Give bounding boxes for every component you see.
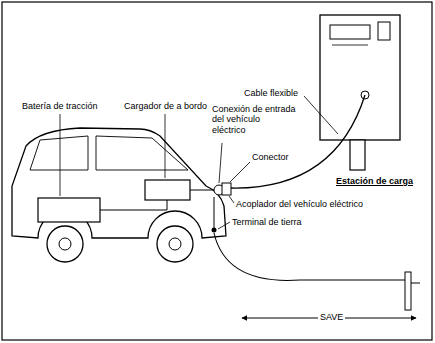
connector — [222, 183, 231, 195]
leader-line — [218, 222, 230, 229]
charging-station — [320, 15, 400, 140]
part-label: Conector — [252, 152, 289, 162]
part-label: Cable flexible — [244, 88, 298, 98]
leader-line — [60, 114, 61, 196]
leader-line — [219, 143, 222, 183]
leader-line — [304, 96, 338, 134]
front-hub — [169, 238, 181, 250]
rear-wheel — [47, 226, 83, 262]
ground-lead — [214, 197, 215, 228]
battery-wire — [100, 200, 167, 210]
ground-rod-tab — [411, 283, 420, 284]
station-post — [350, 140, 365, 170]
rear-hub — [59, 238, 71, 250]
station-panel — [378, 22, 390, 40]
ground-cable — [214, 233, 405, 280]
part-label: Cargador de a bordo — [124, 101, 207, 111]
onboard-charger — [145, 180, 190, 200]
vehicle-windows — [30, 136, 188, 170]
leader-line — [230, 162, 250, 182]
station-display — [330, 25, 370, 39]
vehicle-body — [12, 128, 226, 238]
part-label: Conexión de entrada del vehículo eléctri… — [212, 104, 296, 135]
station-line — [332, 45, 368, 46]
part-label: Estación de carga — [336, 176, 413, 186]
leader-line — [229, 196, 234, 203]
part-label: Acoplador del vehículo eléctrico — [236, 199, 363, 209]
frame — [2, 2, 432, 340]
ground-rod — [405, 272, 411, 310]
part-label: Terminal de tierra — [232, 217, 302, 227]
dimension-label: SAVE — [318, 312, 345, 322]
front-wheel — [157, 226, 193, 262]
part-label: Batería de tracción — [22, 101, 98, 111]
charger-wire — [190, 190, 214, 191]
leader-line — [165, 114, 166, 178]
traction-battery — [38, 198, 100, 222]
ground-terminal — [212, 228, 217, 233]
